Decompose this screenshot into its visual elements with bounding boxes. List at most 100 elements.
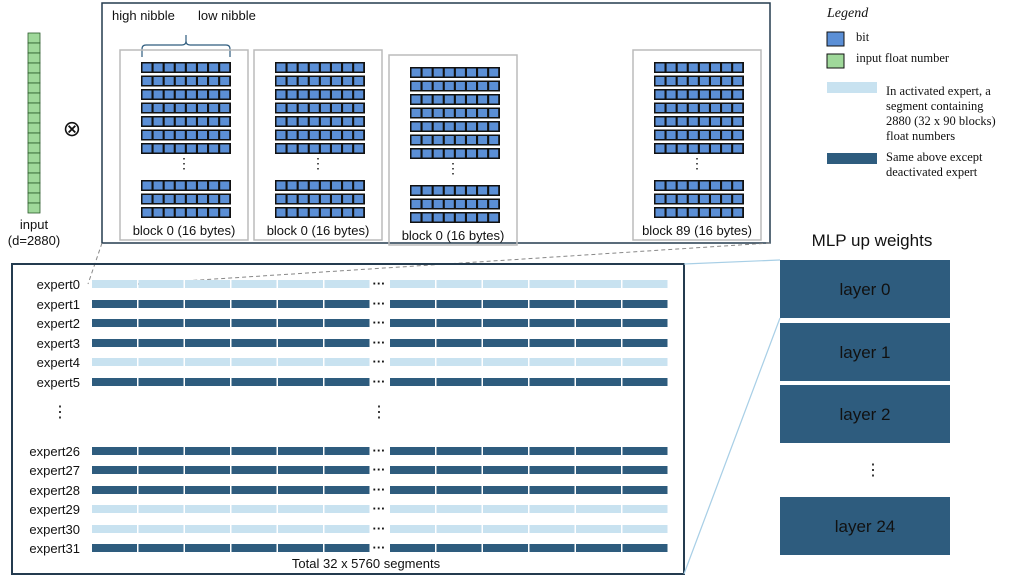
bit-cell bbox=[153, 208, 163, 217]
segment bbox=[231, 358, 277, 366]
bit-cell bbox=[688, 195, 698, 203]
bit-cell bbox=[164, 131, 174, 139]
segment bbox=[436, 447, 482, 455]
byte-row bbox=[275, 207, 365, 218]
segment-ellipsis: ··· bbox=[373, 521, 386, 536]
segment bbox=[92, 466, 137, 474]
bit-cell bbox=[309, 208, 319, 217]
block-label: block 0 (16 bytes) bbox=[267, 223, 370, 238]
bit-cell bbox=[320, 131, 330, 139]
segment bbox=[483, 486, 528, 494]
bit-cell bbox=[186, 90, 196, 99]
bit-cell bbox=[677, 195, 687, 203]
segment bbox=[483, 525, 528, 533]
segment bbox=[576, 358, 621, 366]
layer-box bbox=[780, 260, 950, 318]
bit-cell bbox=[688, 90, 698, 99]
segment bbox=[185, 486, 230, 494]
bit-cell bbox=[142, 131, 152, 139]
segment bbox=[483, 466, 528, 474]
segment bbox=[324, 300, 370, 308]
bit-cell bbox=[733, 195, 743, 203]
bit-cell bbox=[711, 144, 720, 153]
mlp-title: MLP up weights bbox=[812, 231, 933, 250]
bit-cell bbox=[733, 90, 743, 99]
segment bbox=[231, 280, 277, 288]
bit-cell bbox=[699, 117, 709, 126]
bit-cell bbox=[489, 149, 499, 158]
bit-cell bbox=[309, 195, 319, 203]
bit-cell bbox=[699, 90, 709, 99]
bit-cell bbox=[175, 144, 185, 153]
bit-cell bbox=[153, 131, 163, 139]
bit-cell bbox=[287, 131, 297, 139]
bit-cell bbox=[433, 213, 443, 222]
bit-cell bbox=[411, 136, 421, 144]
byte-row bbox=[141, 62, 231, 73]
byte-row bbox=[275, 129, 365, 141]
bit-cell bbox=[332, 90, 341, 99]
bit-cell bbox=[198, 144, 207, 153]
bit-cell bbox=[354, 208, 364, 217]
bit-cell bbox=[711, 131, 720, 139]
layer-label: layer 2 bbox=[839, 405, 890, 424]
bit-cell bbox=[343, 208, 353, 217]
bit-cell bbox=[209, 77, 219, 85]
bit-cell bbox=[444, 82, 454, 90]
bit-cell bbox=[411, 186, 421, 195]
byte-row bbox=[141, 180, 231, 191]
bit-cell bbox=[220, 63, 230, 72]
legend-label: Same above except bbox=[886, 150, 983, 164]
bit-cell bbox=[722, 208, 732, 217]
input-cell bbox=[27, 162, 41, 174]
segment bbox=[622, 544, 668, 552]
segment bbox=[324, 486, 370, 494]
bit-cell bbox=[444, 213, 454, 222]
bit-cell bbox=[320, 144, 330, 153]
bit-cell bbox=[422, 109, 432, 117]
bit-cell bbox=[209, 90, 219, 99]
bit-cell bbox=[343, 131, 353, 139]
bit-cell bbox=[733, 181, 743, 190]
block-box bbox=[632, 49, 762, 241]
bit-cell bbox=[677, 144, 687, 153]
segment bbox=[231, 544, 277, 552]
segment bbox=[529, 358, 575, 366]
bit-cell bbox=[733, 144, 743, 153]
experts-frame bbox=[11, 263, 685, 575]
input-cell bbox=[27, 142, 41, 154]
bit-cell bbox=[309, 144, 319, 153]
segment bbox=[138, 358, 184, 366]
bit-cell bbox=[298, 144, 308, 153]
segment bbox=[529, 447, 575, 455]
segment-ellipsis: ··· bbox=[373, 296, 386, 311]
bit-cell bbox=[320, 104, 330, 112]
bit-cell bbox=[175, 90, 185, 99]
bit-cell bbox=[153, 77, 163, 85]
input-cell bbox=[27, 82, 41, 94]
bit-cell bbox=[444, 109, 454, 117]
bit-cell bbox=[220, 104, 230, 112]
segment bbox=[576, 447, 621, 455]
bit-cell bbox=[666, 77, 676, 85]
input-cell bbox=[27, 32, 41, 44]
segment bbox=[390, 505, 435, 513]
bit-cell bbox=[332, 144, 341, 153]
segment bbox=[529, 280, 575, 288]
input-label: input bbox=[20, 217, 49, 232]
bit-cell bbox=[220, 131, 230, 139]
segment bbox=[436, 339, 482, 347]
bit-cell bbox=[142, 208, 152, 217]
input-cell bbox=[27, 42, 41, 54]
segment bbox=[436, 525, 482, 533]
segment bbox=[390, 358, 435, 366]
bit-cell bbox=[175, 208, 185, 217]
segment bbox=[278, 544, 323, 552]
byte-row bbox=[654, 207, 744, 218]
segment bbox=[324, 505, 370, 513]
bit-cell bbox=[142, 181, 152, 190]
bit-cell bbox=[164, 195, 174, 203]
input-cell bbox=[27, 122, 41, 134]
segment bbox=[483, 280, 528, 288]
